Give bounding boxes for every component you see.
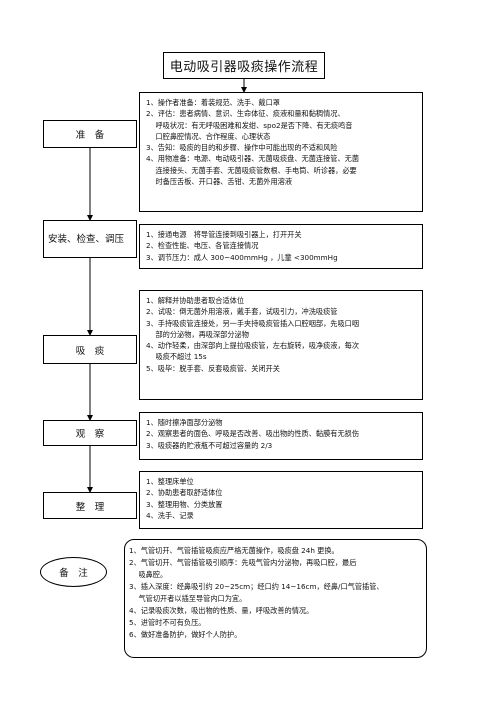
list-item: 6、做好准备防护，做好个人防护。 <box>129 630 242 639</box>
list-item: 4、记录吸痰次数，吸出物的性质、量，呼吸改善的情况。 <box>129 606 314 615</box>
list-item: 2、观察患者的面色、呼吸是否改善、吸出物的性质、黏膜有无损伤 <box>146 429 360 439</box>
list-item: 吸鼻腔。 <box>129 570 168 579</box>
list-item: 口腔鼻腔情况、合作程度、心理状态 <box>146 131 271 141</box>
step-label-tidy: 整 理 <box>43 492 137 519</box>
list-item: 1、气管切开、气管插管吸痰应严格无菌操作，吸痰盘 24h 更换。 <box>129 546 339 555</box>
list-item: 连接接头、无菌手套、无菌吸痰管数根、手电筒、听诊器，必要 <box>146 165 357 175</box>
list-item: 2、试吸：倒无菌外用溶液，戴手套，试吸引力，冲洗吸痰管 <box>146 307 338 317</box>
step-label-suction: 吸 痰 <box>43 335 137 364</box>
list-item: 1、操作者准备：着装规范、洗手、戴口罩 <box>146 98 280 107</box>
list-item: 3、整理用物、分类放置 <box>146 499 223 509</box>
list-item: 1、随时擦净面部分泌物 <box>146 418 223 427</box>
list-item: 2、评估：患者病情、意识、生命体征、痰液和量和黏稠情况、 <box>146 109 345 119</box>
list-item: 3、吸痰器的贮液瓶不可超过容量的 2/3 <box>146 440 273 450</box>
list-item: 吸痰不超过 15s <box>146 352 207 362</box>
list-item: 4、用物准备：电源、电动吸引器、无菌吸痰盘、无菌连接管、无菌 <box>146 154 360 164</box>
step-content-tidy: 1、整理床单位 2、协助患者取舒适体位 3、整理用物、分类放置 4、洗手、记录 <box>139 471 423 529</box>
list-item: 2、协助患者取舒适体位 <box>146 488 223 498</box>
list-item: 3、插入深度：经鼻吸引约 20~25cm；经口约 14~16cm，经鼻/口气管插… <box>129 582 384 591</box>
list-item: 1、接通电源 将导管连接到吸引器上，打开开关 <box>146 230 302 239</box>
list-item: 3、手持吸痰管连接处，另一手夹持吸痰管插入口腔咽部，先吸口咽 <box>146 318 360 328</box>
list-item: 5、吸毕：脱手套、反套吸痰管、关闭开关 <box>146 363 280 373</box>
step-content-install: 1、接通电源 将导管连接到吸引器上，打开开关 2、检查性能、电压、各管连接情况 … <box>139 224 423 269</box>
step-content-observe: 1、随时擦净面部分泌物 2、观察患者的面色、呼吸是否改善、吸出物的性质、黏膜有无… <box>139 412 423 460</box>
list-item: 时备压舌板、开口器、舌钳、无菌外用溶液 <box>146 177 293 187</box>
notes-content: 1、气管切开、气管插管吸痰应严格无菌操作，吸痰盘 24h 更换。 2、气管切开、… <box>124 539 427 658</box>
list-item: 1、解释并协助患者取合适体位 <box>146 296 245 305</box>
list-item: 部的分泌物，再吸深部分泌物 <box>146 329 249 339</box>
step-content-prepare: 1、操作者准备：着装规范、洗手、戴口罩 2、评估：患者病情、意识、生命体征、痰液… <box>139 92 423 212</box>
list-item: 3、告知：吸痰的目的和步骤、操作中可能出现的不适和风险 <box>146 143 338 153</box>
list-item: 4、动作轻柔，由深部向上提拉吸痰管，左右旋转，吸净痰液，每次 <box>146 341 360 351</box>
list-item: 呼吸状况：有无呼吸困难和发绀、spo2是否下降、有无痰鸣音 <box>146 120 353 130</box>
step-label-observe: 观 察 <box>43 420 137 446</box>
page-title: 电动吸引器吸痰操作流程 <box>163 52 325 79</box>
list-item: 3、调节压力：成人 300~400mmHg ，儿童 <300mmHg <box>146 252 338 262</box>
step-label-prepare: 准 备 <box>43 120 137 148</box>
list-item: 气管切开者以插至导管内口为宜。 <box>129 594 247 603</box>
list-item: 5、进管时不可有负压。 <box>129 618 206 627</box>
list-item: 2、气管切开、气管插管吸引顺序：先吸气管内分泌物，再吸口腔，最后 <box>129 558 357 567</box>
list-item: 1、整理床单位 <box>146 477 194 486</box>
notes-label: 备 注 <box>40 557 107 587</box>
list-item: 2、检查性能、电压、各管连接情况 <box>146 241 259 251</box>
step-content-suction: 1、解释并协助患者取合适体位 2、试吸：倒无菌外用溶液，戴手套，试吸引力，冲洗吸… <box>139 290 423 400</box>
step-label-install: 安装、检查、调压 <box>43 220 137 258</box>
list-item: 4、洗手、记录 <box>146 510 194 520</box>
